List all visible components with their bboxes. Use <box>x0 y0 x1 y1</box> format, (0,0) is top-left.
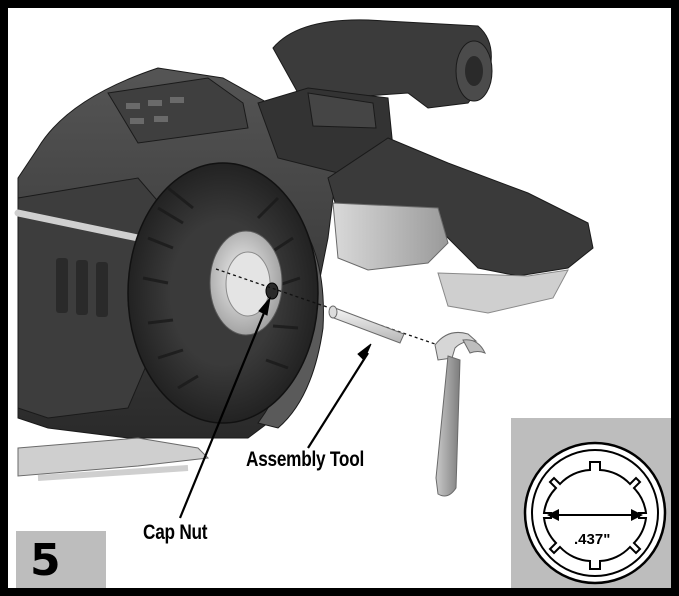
cap-nut-detail-diagram <box>523 441 667 585</box>
step-number-box: 5 <box>16 531 106 588</box>
cap-nut-part <box>265 282 279 300</box>
cap-nut-label: Cap Nut <box>143 521 208 544</box>
dimension-label: .437" <box>573 531 612 548</box>
cap-nut-detail-inset: .437" <box>511 418 671 588</box>
assembly-tool-part <box>328 305 405 344</box>
callout-arrows <box>178 296 372 519</box>
step-number: 5 <box>30 535 61 586</box>
hammer-icon <box>434 331 487 497</box>
assembly-tool-label: Assembly Tool <box>246 448 365 471</box>
rear-wheel <box>127 162 319 424</box>
vehicle-illustration <box>14 19 594 519</box>
